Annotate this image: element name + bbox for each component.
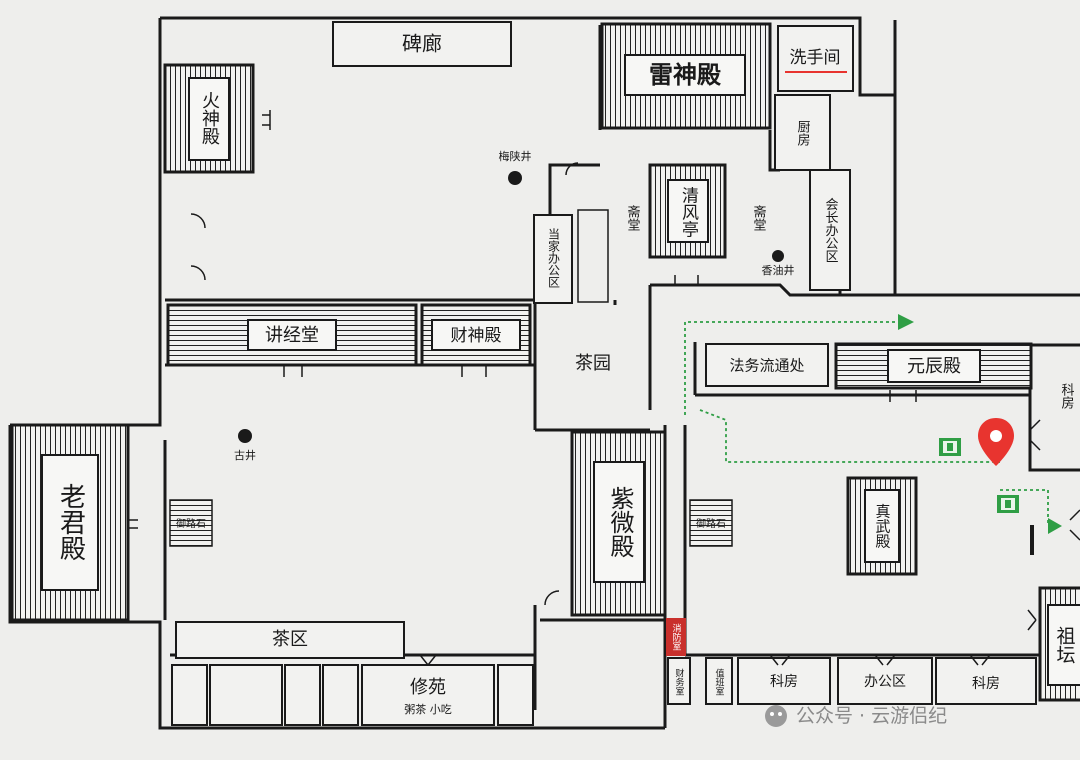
zutan-altar-label: 祖坛 xyxy=(1054,626,1076,664)
door-marks xyxy=(128,110,1080,666)
laojun-hall-label: 老君殿 xyxy=(56,483,86,561)
imperial-steps-right xyxy=(689,499,733,547)
side-room-bottom1-label: 科房 xyxy=(770,674,798,690)
imperial-steps-left-label: 御路石 xyxy=(176,517,206,530)
xiangyou-well-label: 香油井 xyxy=(762,263,795,277)
xiuyuan-label: 修苑 xyxy=(410,677,446,698)
stele-corridor-label: 碑廊 xyxy=(402,32,442,56)
side-room-bottom2-label: 科房 xyxy=(972,676,1000,692)
watermark-text: 公众号 · 云游侣纪 xyxy=(796,705,947,727)
side-room-right-label: 科房 xyxy=(1059,383,1075,409)
qingfeng-pavilion-label: 清风亭 xyxy=(678,186,699,237)
watermark xyxy=(765,705,787,727)
president-office xyxy=(809,169,851,291)
tea-area-label: 茶区 xyxy=(272,629,308,650)
abbot-office-label: 当家办公区 xyxy=(547,228,561,288)
imperial-steps-right-label: 御路石 xyxy=(696,517,726,530)
visitor-route xyxy=(684,321,1049,525)
restroom-label: 洗手间 xyxy=(790,48,841,68)
ancient-well-icon xyxy=(238,429,252,443)
fire-room-label: 消防室 xyxy=(671,622,682,650)
leishen-hall-label: 雷神殿 xyxy=(649,61,722,89)
meixia-well-icon xyxy=(508,171,522,185)
jiangjing-hall-label: 讲经堂 xyxy=(265,325,319,346)
stele-corridor xyxy=(332,21,512,67)
kitchen xyxy=(774,94,831,171)
exit-sign-1-icon xyxy=(939,438,961,456)
gate-bar xyxy=(1030,525,1034,555)
tea-area xyxy=(175,621,405,659)
imperial-steps-left xyxy=(169,499,213,547)
location-pin-icon xyxy=(978,418,1014,466)
president-office-label: 会长办公区 xyxy=(823,198,839,263)
route-arrow-2-icon xyxy=(1048,518,1062,534)
ziwei-hall-label: 紫微殿 xyxy=(606,486,634,558)
huoshen-hall-label: 火神殿 xyxy=(199,91,220,145)
xiuyuan-sub-label: 粥茶 小吃 xyxy=(404,703,452,716)
ancient-well-label: 古井 xyxy=(234,448,256,462)
restroom xyxy=(777,25,854,92)
kitchen-label: 厨房 xyxy=(795,120,811,146)
duty-room-label: 值班室 xyxy=(714,667,725,695)
route-arrow-1-icon xyxy=(898,314,914,330)
abbot-office xyxy=(533,214,573,304)
bottom-right-rooms xyxy=(667,657,1037,705)
dining-hall-left-label: 斋堂 xyxy=(625,204,641,231)
bottom-rooms xyxy=(171,664,534,726)
counter xyxy=(577,209,609,303)
tea-garden-label: 茶园 xyxy=(575,353,611,374)
meixia-well-label: 梅陕井 xyxy=(499,149,532,163)
exit-sign-2-icon xyxy=(997,495,1019,513)
dharma-shop xyxy=(705,343,829,387)
caishen-hall-label: 财神殿 xyxy=(451,326,502,346)
fire-room xyxy=(666,618,686,656)
yuanchen-hall-label: 元辰殿 xyxy=(907,356,961,377)
xiuyuan-hall xyxy=(361,664,495,726)
finance-room-label: 财务室 xyxy=(674,667,685,695)
xiangyou-well-icon xyxy=(772,250,784,262)
office-area-label: 办公区 xyxy=(864,674,906,690)
dining-hall-right-label: 斋堂 xyxy=(751,204,767,231)
zhenwu-hall-label: 真武殿 xyxy=(874,503,892,549)
dharma-shop-label: 法务流通处 xyxy=(729,357,804,375)
